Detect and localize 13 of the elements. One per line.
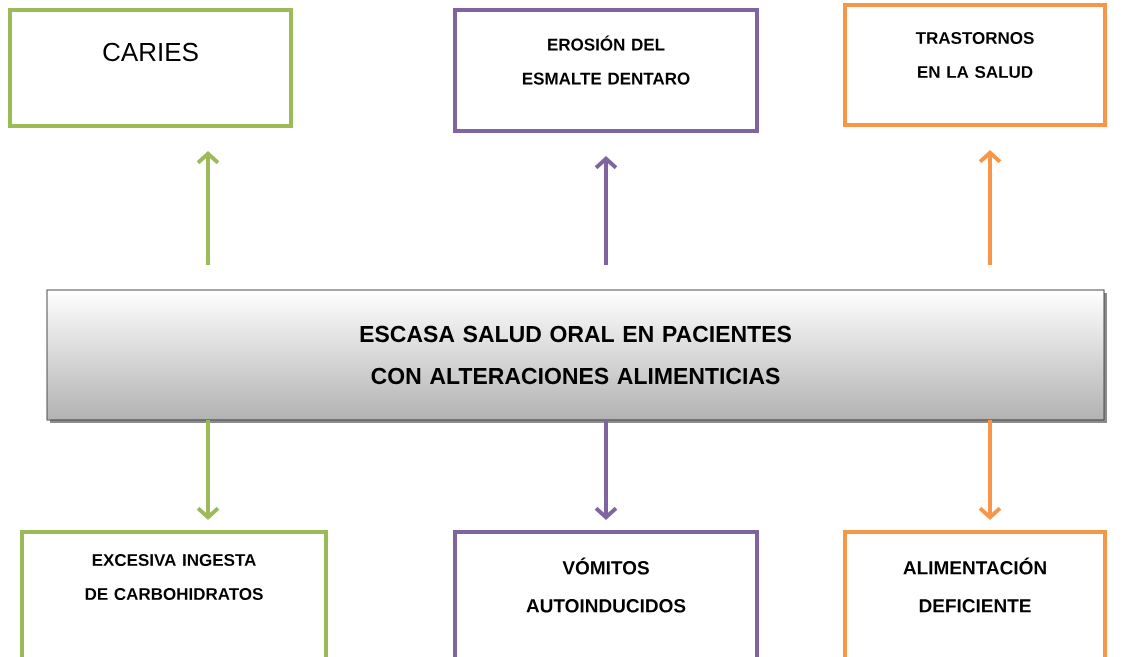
- text-box: EROSIÓN DEL ESMALTE DENTARO: [453, 8, 759, 133]
- arrow: [594, 156, 618, 265]
- text-box: CARIES: [8, 8, 293, 128]
- arrow: [196, 151, 220, 265]
- arrow: [196, 420, 220, 520]
- problem-box: ESCASA SALUD ORAL EN PACIENTES CON ALTERACIONES ALIMENTICIAS: [46, 289, 1107, 423]
- text-box: EXCESIVA INGESTA DE CARBOHIDRATOS: [20, 530, 328, 657]
- text-box: TRASTORNOS EN LA SALUD: [843, 3, 1107, 127]
- text-box: ALIMENTACIÓN DEFICIENTE: [843, 530, 1107, 657]
- text-box: VÓMITOS AUTOINDUCIDOS: [453, 530, 759, 657]
- arrow: [978, 420, 1002, 520]
- arrow: [978, 150, 1002, 265]
- arrow: [594, 420, 618, 520]
